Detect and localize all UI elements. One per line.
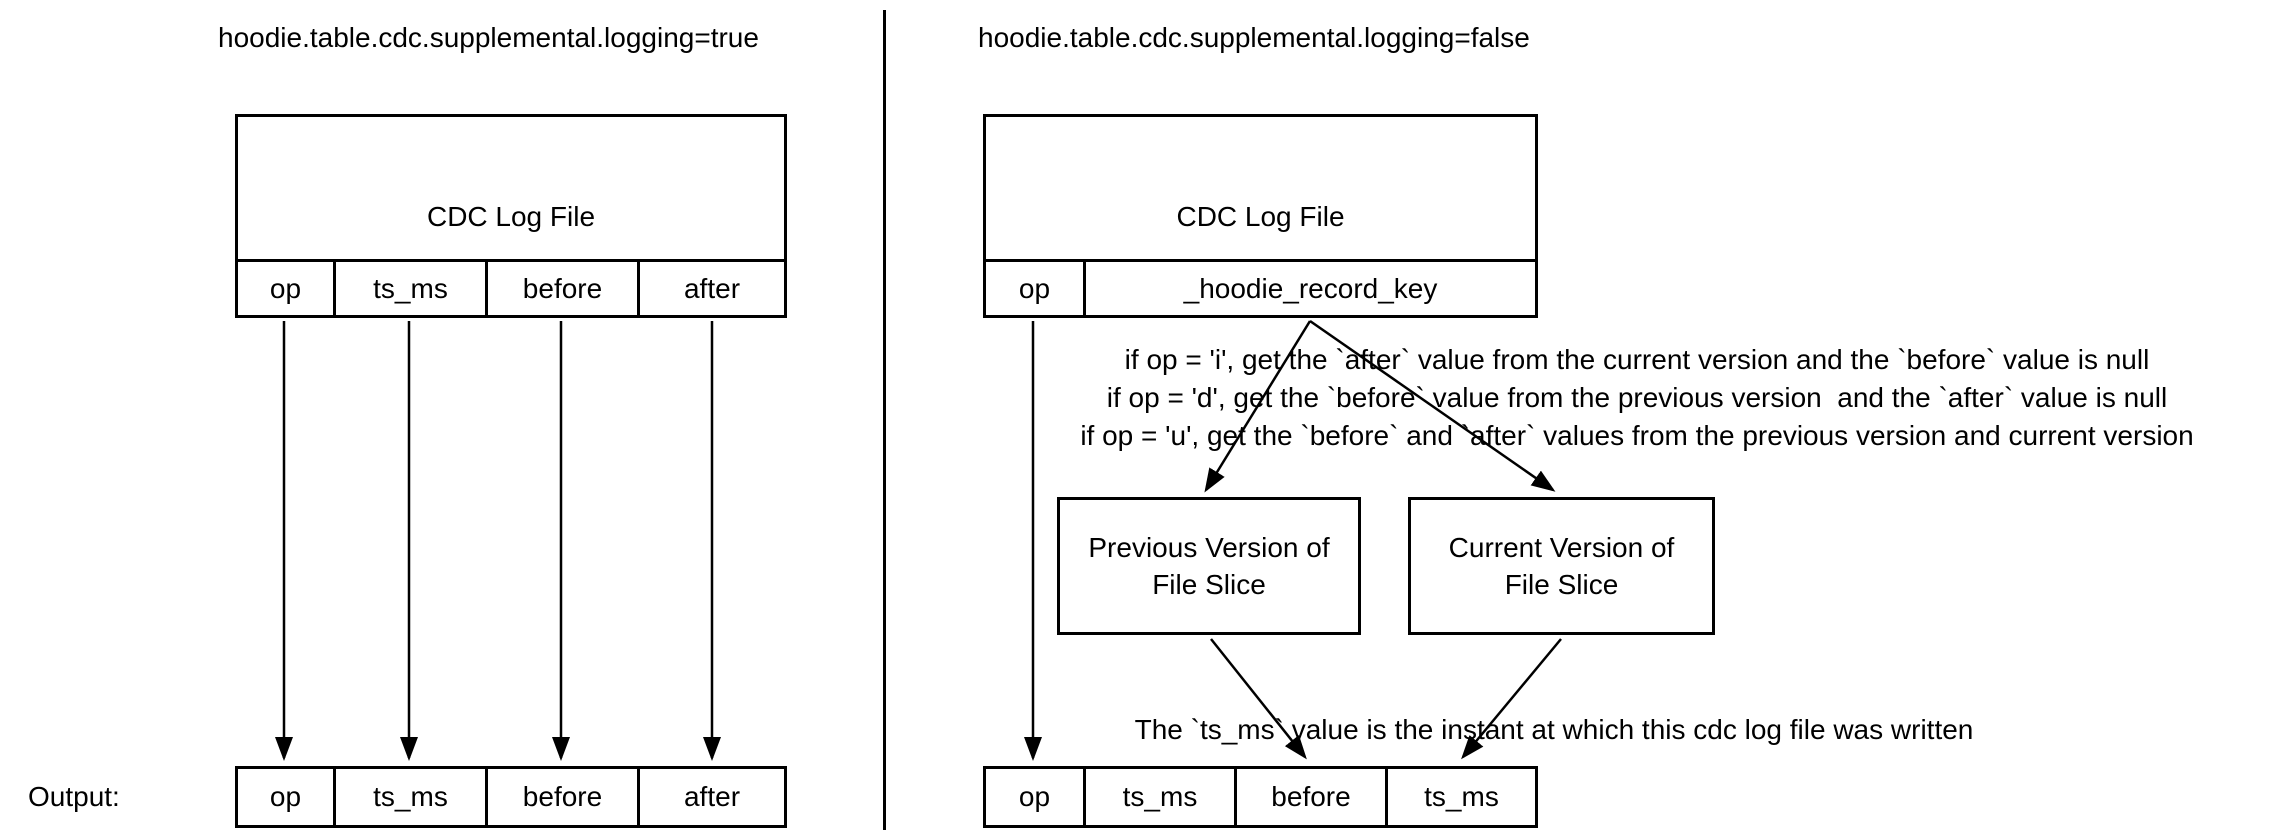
right-config-title: hoodie.table.cdc.supplemental.logging=fa… bbox=[978, 22, 1530, 53]
right-schema-row: op _hoodie_record_key bbox=[986, 262, 1535, 315]
right-output-op: op bbox=[1018, 781, 1051, 812]
op-rules-text: if op = 'i', get the `after` value from … bbox=[1012, 341, 2262, 455]
right-column-op: op bbox=[1018, 272, 1051, 304]
output-label: Output: bbox=[28, 781, 120, 812]
left-column-after: after bbox=[637, 262, 784, 315]
left-column-before: before bbox=[485, 262, 637, 315]
op-rule-update: if op = 'u', get the `before` and `after… bbox=[1080, 420, 2194, 451]
left-column-tsms: ts_ms bbox=[333, 262, 485, 315]
right-cdc-log-file-box: CDC Log File op _hoodie_record_key bbox=[983, 114, 1538, 318]
previous-file-slice-line2: File Slice bbox=[1152, 569, 1266, 600]
tsms-note-text: The `ts_ms` value is the instant at whic… bbox=[1134, 714, 1974, 745]
previous-file-slice-line1: Previous Version of bbox=[1088, 532, 1330, 563]
left-cdc-log-file-label: CDC Log File bbox=[238, 117, 784, 262]
right-output-tsms-2: ts_ms bbox=[1385, 769, 1535, 825]
right-column-hoodie-record-key: _hoodie_record_key bbox=[1083, 262, 1535, 315]
right-output-row: op ts_ms before ts_ms bbox=[983, 766, 1538, 828]
op-rule-insert: if op = 'i', get the `after` value from … bbox=[1124, 344, 2150, 375]
left-output-after: after bbox=[637, 769, 784, 825]
left-output-tsms: ts_ms bbox=[333, 769, 485, 825]
right-cdc-log-file-label: CDC Log File bbox=[986, 117, 1535, 262]
left-output-row: op ts_ms before after bbox=[235, 766, 787, 828]
right-output-before: before bbox=[1234, 769, 1385, 825]
op-rule-delete: if op = 'd', get the `before` value from… bbox=[1106, 382, 2168, 413]
current-file-slice-line1: Current Version of bbox=[1448, 532, 1675, 563]
panel-divider bbox=[883, 10, 886, 830]
left-cdc-log-file-box: CDC Log File op ts_ms before after bbox=[235, 114, 787, 318]
left-column-op: op bbox=[269, 272, 302, 304]
previous-file-slice-box: Previous Version of File Slice bbox=[1057, 497, 1361, 635]
left-output-before: before bbox=[485, 769, 637, 825]
left-schema-row: op ts_ms before after bbox=[238, 262, 784, 315]
left-config-title: hoodie.table.cdc.supplemental.logging=tr… bbox=[218, 22, 759, 53]
left-output-op: op bbox=[269, 781, 302, 812]
right-output-tsms: ts_ms bbox=[1083, 769, 1234, 825]
current-file-slice-line2: File Slice bbox=[1504, 569, 1619, 600]
current-file-slice-box: Current Version of File Slice bbox=[1408, 497, 1715, 635]
